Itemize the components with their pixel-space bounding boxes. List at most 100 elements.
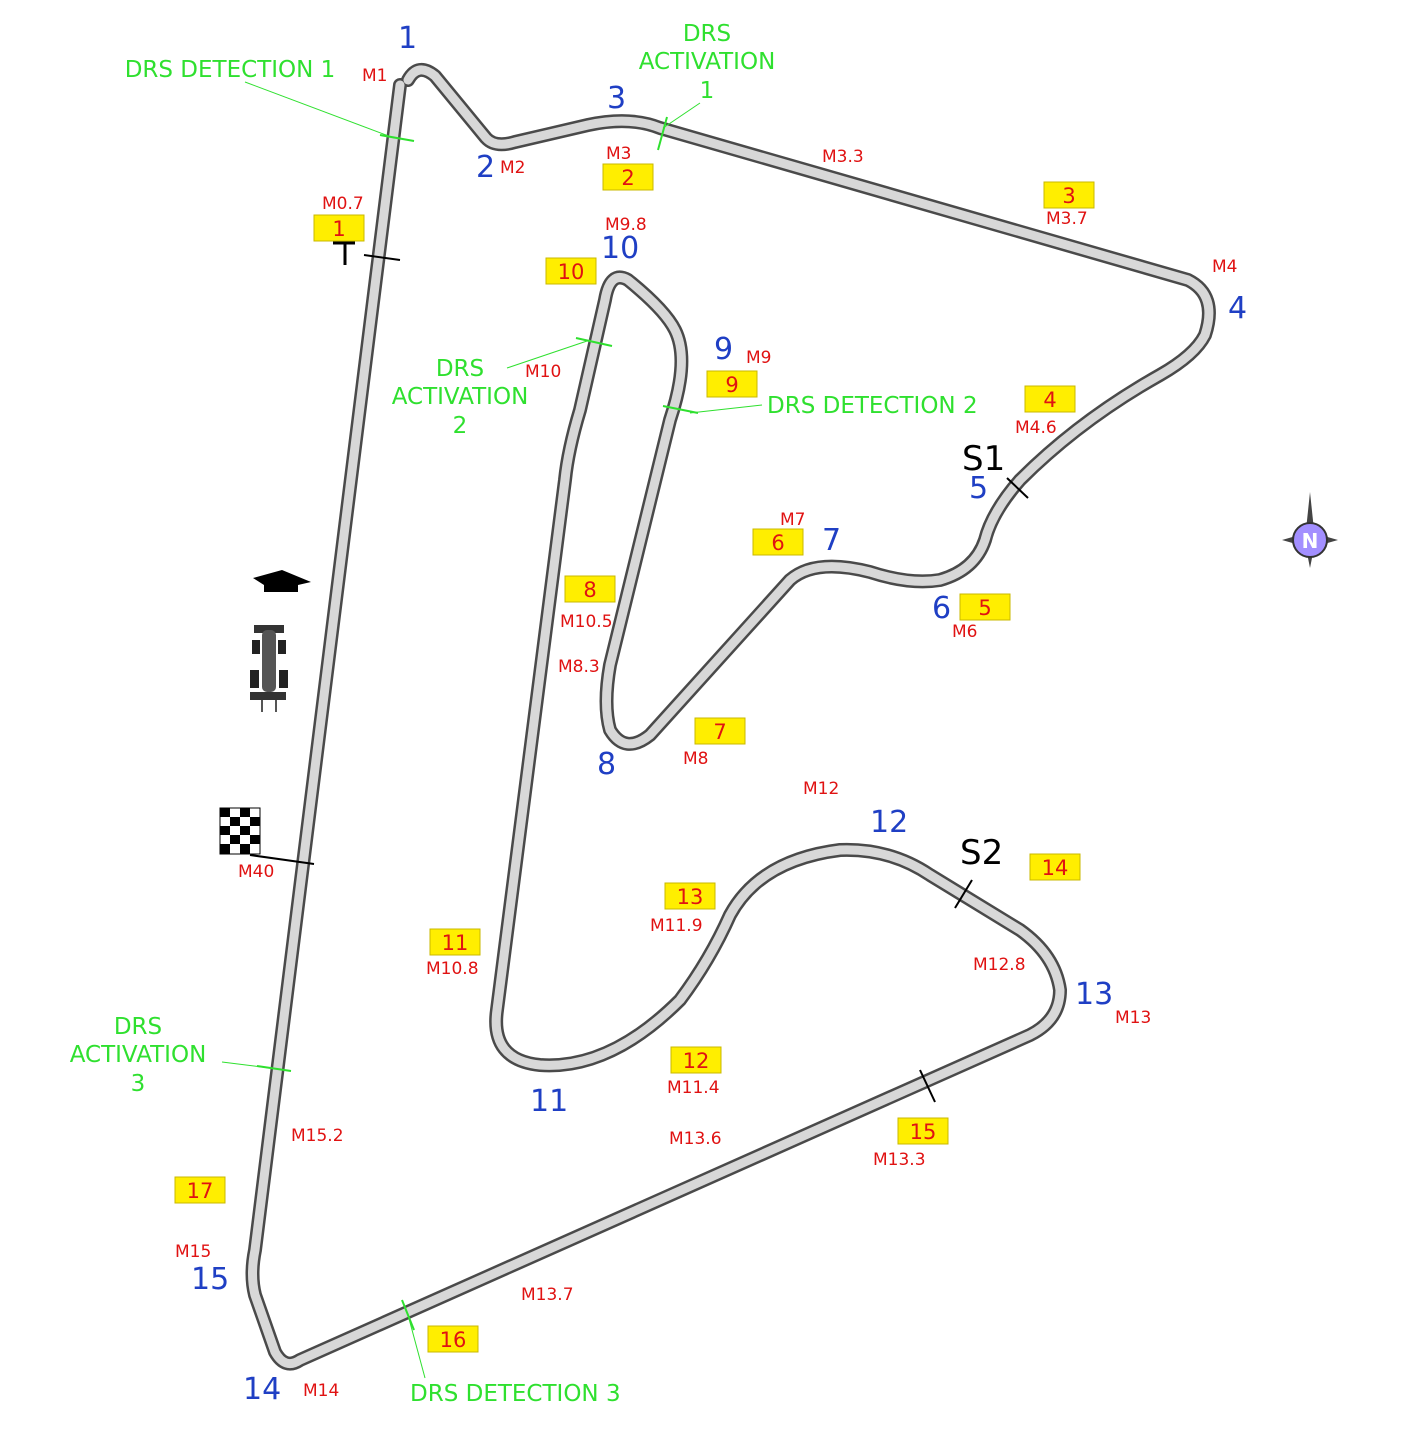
flag-box-label: 12 [683, 1049, 710, 1073]
sector-1-label: S1 [962, 439, 1005, 479]
drs-activation-2-pointer [506, 339, 591, 369]
flag-boxes: 1 2 3 4 5 6 7 8 9 10 11 12 13 14 15 16 1… [174, 163, 1095, 1353]
timing-lines [249, 241, 1029, 1103]
compass-icon: N [1282, 492, 1338, 568]
flag-box-label: 9 [725, 373, 738, 397]
finish-line [249, 854, 315, 865]
flag-box-label: 11 [442, 931, 469, 955]
flag-box-label: 16 [440, 1328, 467, 1352]
marshal-post-label: M13 [1115, 1008, 1151, 1028]
turn-numbers: 1 2 3 4 5 6 7 8 9 10 11 12 13 14 15 [191, 21, 1247, 1407]
marshal-post-label: M11.9 [650, 916, 703, 936]
marshal-post-label: M12.8 [973, 955, 1026, 975]
drs-activation-3-label: 3 [131, 1071, 146, 1097]
marshal-post-label: M15.2 [291, 1126, 344, 1146]
turn-9-label: 9 [714, 332, 733, 367]
drs-detection-3-label: DRS DETECTION 3 [410, 1381, 621, 1407]
marshal-post-label: M10.8 [426, 959, 479, 979]
flag-box-label: 5 [978, 596, 991, 620]
turn-4-label: 4 [1228, 291, 1247, 326]
drs-lines [221, 81, 763, 1379]
drs-detection-3-pointer [407, 1314, 426, 1379]
drs-activation-1-line [657, 116, 668, 151]
turn-12-label: 12 [870, 805, 908, 840]
drs-activation-3-label: DRS [114, 1014, 162, 1040]
race-car-icon [250, 625, 288, 712]
turn-10-label: 10 [601, 231, 639, 266]
marshal-post-label: M40 [238, 862, 274, 882]
drs-activation-1-label: ACTIVATION [639, 49, 776, 75]
turn-5-label: 5 [969, 471, 988, 506]
chequered-flag-icon [219, 807, 261, 855]
marshal-post-label: M3.7 [1046, 209, 1088, 229]
marshal-post-label: M11.4 [667, 1078, 720, 1098]
compass-north-label: N [1302, 529, 1319, 553]
flag-box-label: 1 [332, 217, 345, 241]
flag-box-label: 4 [1043, 388, 1056, 412]
turn-1-label: 1 [398, 21, 417, 56]
marshal-post-label: M13.6 [669, 1129, 722, 1149]
turn-11-label: 11 [530, 1084, 568, 1119]
drs-detection-2-line [662, 405, 699, 414]
drs-detection-1-label: DRS DETECTION 1 [125, 57, 336, 83]
marshal-post-label: M4 [1212, 257, 1237, 277]
marshal-post-label: M9 [746, 348, 771, 368]
marshal-post-label: M13.3 [873, 1150, 926, 1170]
flag-box-label: 2 [621, 166, 634, 190]
marshal-post-label: M9.8 [605, 215, 647, 235]
turn-2-label: 2 [476, 150, 495, 185]
drs-activation-3-pointer [221, 1061, 271, 1069]
turn-15-label: 15 [191, 1262, 229, 1297]
flag-box-label: 8 [583, 578, 596, 602]
marshal-post-label: M0.7 [322, 194, 364, 214]
marshal-post-label: M1 [362, 66, 387, 86]
marshal-post-label: M12 [803, 779, 839, 799]
turn-8-label: 8 [597, 747, 616, 782]
marshal-post-label: M15 [175, 1242, 211, 1262]
track [245, 63, 1216, 1371]
speed-trap-line [363, 254, 401, 261]
drs-activation-2-line [575, 337, 613, 347]
flag-box-label: 7 [713, 720, 726, 744]
marshal-post-label: M3 [606, 144, 631, 164]
sector-2-label: S2 [960, 833, 1003, 873]
marshal-post-label: M10 [525, 362, 561, 382]
turn-3-label: 3 [607, 81, 626, 116]
sector3-line [919, 1069, 936, 1103]
drs-activation-2-label: ACTIVATION [392, 384, 529, 410]
pit-building-icon [253, 570, 311, 592]
turn-14-label: 14 [243, 1372, 281, 1407]
drs-activation-1-label: 1 [700, 78, 715, 104]
turn-13-label: 13 [1075, 977, 1113, 1012]
flag-box-label: 3 [1062, 184, 1075, 208]
drs-activation-1-label: DRS [683, 21, 731, 47]
marshal-post-label: M14 [303, 1381, 339, 1401]
drs-detection-2-pointer [689, 404, 763, 414]
flag-box-label: 6 [771, 531, 784, 555]
marshal-post-label: M3.3 [822, 147, 864, 167]
turn-7-label: 7 [822, 523, 841, 558]
marshal-post-label: M10.5 [560, 612, 613, 632]
sector2-line [954, 879, 973, 909]
flag-box-label: 13 [677, 885, 704, 909]
marshal-post-label: M6 [952, 622, 977, 642]
marshal-post-label: M8.3 [558, 657, 600, 677]
marshal-post-label: M4.6 [1015, 418, 1057, 438]
drs-detection-1-pointer [244, 81, 395, 139]
drs-detection-1-line [379, 134, 415, 142]
drs-activation-2-label: DRS [436, 356, 484, 382]
drs-detection-2-label: DRS DETECTION 2 [767, 393, 978, 419]
marshal-post-label: M2 [500, 158, 525, 178]
drs-labels: DRS DETECTION 1 DRS ACTIVATION 1 DRS ACT… [70, 21, 978, 1407]
track-surface [248, 65, 1214, 1369]
flag-box-label: 17 [187, 1179, 214, 1203]
marshal-posts: M1 M2 M3 M3.3 M3.7 M4 M4.6 M6 M7 M8 M9 M… [175, 66, 1237, 1401]
flag-box-label: 15 [910, 1120, 937, 1144]
drs-activation-1-pointer [662, 102, 701, 129]
speed-trap-marker [333, 241, 355, 265]
marshal-post-label: M13.7 [521, 1285, 574, 1305]
sector1-line [1006, 477, 1029, 499]
marshal-post-label: M7 [780, 510, 805, 530]
marshal-post-label: M8 [683, 749, 708, 769]
drs-activation-3-label: ACTIVATION [70, 1042, 207, 1068]
